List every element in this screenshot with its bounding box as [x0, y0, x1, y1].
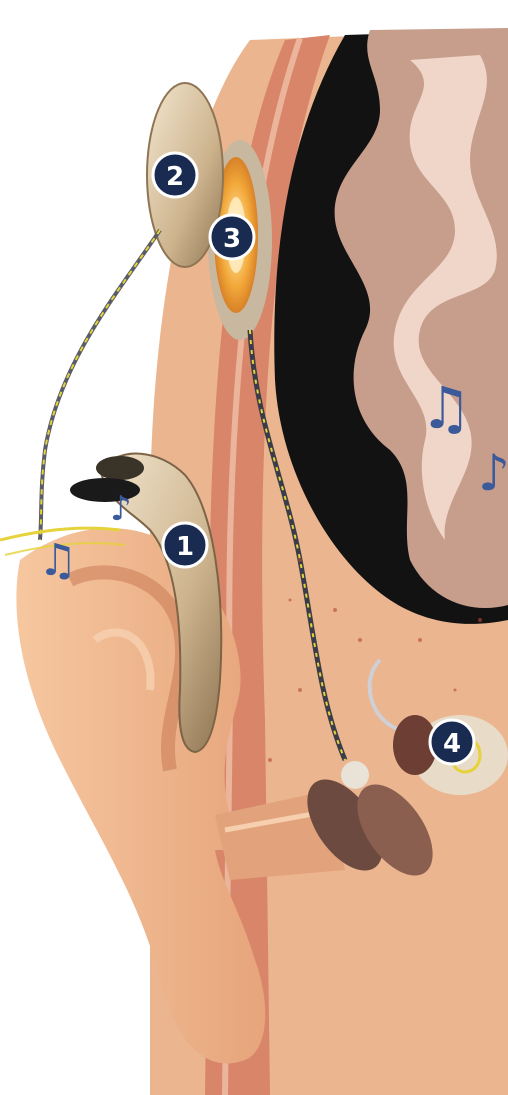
marker-badge-transmitter-coil: 2 — [153, 153, 197, 197]
marker-label: 3 — [223, 224, 241, 254]
music-note-icon: ♪ — [478, 444, 508, 502]
ossicles — [341, 761, 369, 789]
marker-label: 1 — [176, 532, 194, 562]
marker-label: 4 — [443, 729, 461, 759]
marker-badge-implant-receiver: 3 — [210, 215, 254, 259]
marker-badge-processor: 1 — [163, 523, 207, 567]
marker-badge-cochlea-electrode: 4 — [430, 720, 474, 764]
music-note-icon: ♫ — [420, 374, 472, 442]
music-note-icon: ♪ — [110, 489, 132, 529]
marker-label: 2 — [166, 162, 184, 192]
music-note-icon: ♫ — [38, 535, 77, 586]
